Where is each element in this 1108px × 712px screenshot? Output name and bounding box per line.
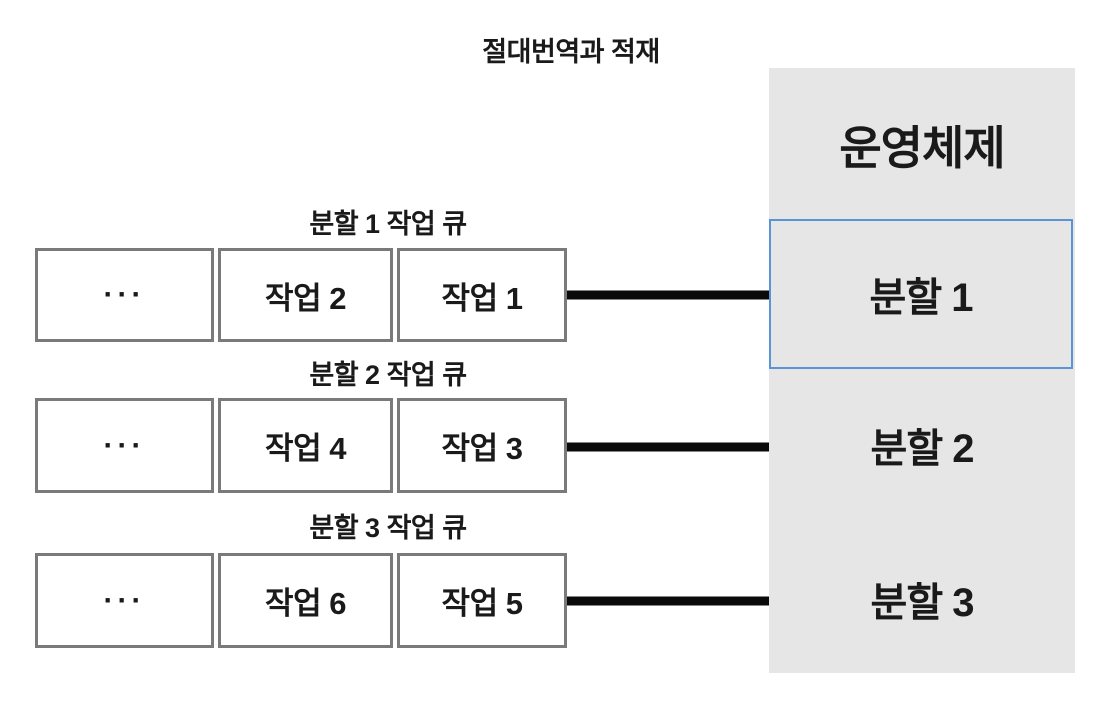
partition-1-label: 분할 1	[869, 276, 974, 320]
partition-2-box: 분할 2	[769, 370, 1075, 520]
queue-1-label: 분할 1 작업 큐	[309, 209, 467, 239]
queue-3-cell-job5: 작업 5	[397, 553, 567, 648]
queue-3-cell-ellipsis: ···	[35, 553, 214, 648]
queue-1: ··· 작업 2 작업 1	[35, 248, 567, 342]
queue-2-cell-job4: 작업 4	[218, 398, 393, 493]
diagram-title: 절대번역과 적재	[482, 37, 660, 67]
queue-2-label: 분할 2 작업 큐	[309, 360, 467, 390]
queue-2: ··· 작업 4 작업 3	[35, 398, 567, 493]
queue-1-cell-job2: 작업 2	[218, 248, 393, 342]
queue-3: ··· 작업 6 작업 5	[35, 553, 567, 648]
queue-1-cell-ellipsis: ···	[35, 248, 214, 342]
os-panel-title: 운영체제	[839, 122, 1005, 174]
queue-2-cell-ellipsis: ···	[35, 398, 214, 493]
partition-1-box: 분할 1	[769, 219, 1073, 369]
partition-3-box: 분할 3	[769, 524, 1075, 674]
partition-3-label: 분할 3	[870, 581, 975, 625]
queue-1-cell-job1: 작업 1	[397, 248, 567, 342]
queue-3-label: 분할 3 작업 큐	[309, 513, 467, 543]
os-panel: 운영체제 분할 1 분할 2 분할 3	[769, 68, 1075, 673]
queue-2-cell-job3: 작업 3	[397, 398, 567, 493]
queue-3-cell-job6: 작업 6	[218, 553, 393, 648]
partition-2-label: 분할 2	[870, 427, 975, 471]
